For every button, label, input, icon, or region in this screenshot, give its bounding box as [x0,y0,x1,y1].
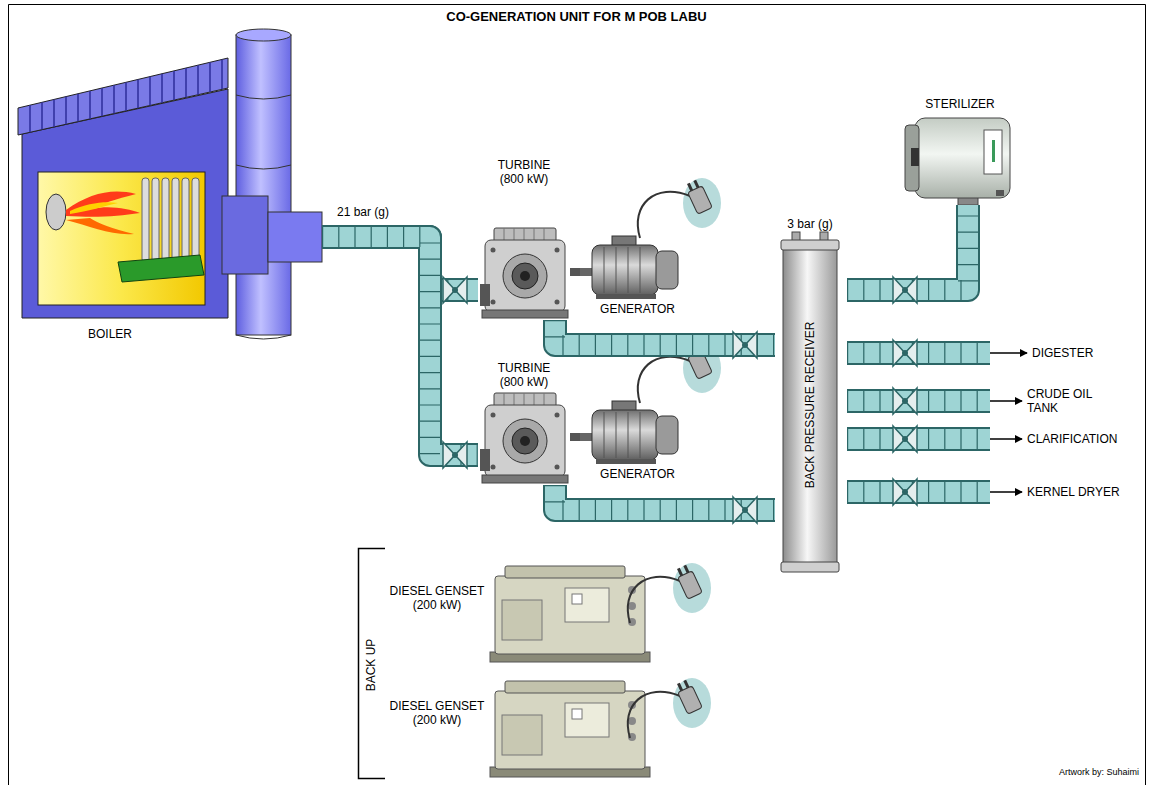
steam-consumer: CRUDE OIL TANK [1025,385,1107,417]
steam-consumer: DIGESTER [1030,344,1095,362]
receiver-vessel: 3 bar (g) BACK PRESSURE RECEIVER [775,215,847,577]
credit-note: Artwork by: Suhaimi [1059,766,1139,778]
node-label: CRUDE OIL TANK [1027,387,1105,415]
node-label: BOILER [70,327,150,341]
node-label: DIESEL GENSET (200 kW) [387,699,487,727]
pressure-label: 21 bar (g) [335,205,391,219]
turbine-unit: TURBINE (800 kW) [478,155,570,320]
steam-pipe [847,426,1022,452]
diesel-genset: DIESEL GENSET (200 kW) [385,675,655,781]
steam-pipe [847,479,1022,505]
steam-pipe [555,320,775,358]
node-label: TURBINE (800 kW) [484,361,564,389]
node-label: TURBINE (800 kW) [484,158,564,186]
turbine-unit: TURBINE (800 kW) [478,360,570,485]
generator-unit: GENERATOR [580,235,697,320]
diagram-title: CO-GENERATION UNIT FOR M POB LABU [0,9,1153,25]
node-label: 3 bar (g) [775,217,845,231]
node-label: GENERATOR [580,467,695,481]
drive-shaft [570,272,580,273]
steam-consumer: CLARIFICATION [1025,430,1119,448]
node-label: GENERATOR [580,302,695,316]
node-label: DIGESTER [1032,346,1093,360]
steam-pipe [322,237,478,468]
frame [9,5,1146,785]
receiver-drawing [781,232,839,572]
bracket-label: BACK UP [364,639,378,692]
steam-pipe [847,388,1022,414]
node-label: KERNEL DRYER [1027,485,1120,499]
boiler-drawing [18,29,322,339]
steam-pipe [847,205,968,303]
boiler-unit: BOILER [15,28,322,346]
node-label: STERILIZER [900,97,1020,111]
node-label: CLARIFICATION [1027,432,1117,446]
generator-drawing [580,178,721,464]
drive-shaft [570,437,580,438]
node-label: DIESEL GENSET (200 kW) [387,584,487,612]
sterilizer-drawing [905,118,1010,205]
generator-unit: GENERATOR [580,400,697,485]
backup-bracket [359,549,386,779]
steam-pipe [847,340,1027,366]
node-label: BACK PRESSURE RECEIVER [803,322,817,489]
steam-consumer: KERNEL DRYER [1025,483,1122,501]
diesel-genset: DIESEL GENSET (200 kW) [385,560,655,668]
sterilizer-vessel: STERILIZER [900,95,1022,205]
genset-drawing [490,563,711,777]
steam-pipe [555,485,775,523]
